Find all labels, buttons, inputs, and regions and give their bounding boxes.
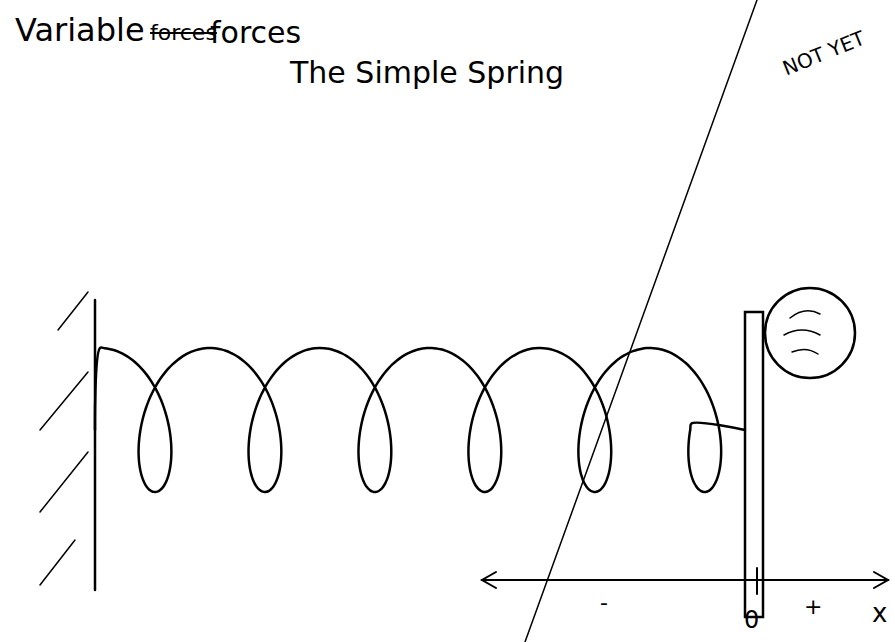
plate xyxy=(745,312,763,617)
diagonal-line xyxy=(525,0,757,642)
note-text: NOT YET xyxy=(780,28,868,79)
axis-label: x xyxy=(872,600,887,626)
heading-text: forces xyxy=(210,18,301,48)
axis-origin: 0 xyxy=(744,608,759,632)
struck-word: forces xyxy=(150,22,217,44)
axis-sign: + xyxy=(804,596,822,618)
ball xyxy=(765,288,855,378)
heading-text: Variable xyxy=(15,14,145,46)
x-axis xyxy=(482,568,888,594)
wall xyxy=(94,300,97,590)
subheading-text: The Simple Spring xyxy=(290,58,564,88)
spring-coil xyxy=(95,348,745,492)
axis-sign: - xyxy=(600,592,608,614)
wall-hatch xyxy=(40,292,88,585)
ball-shading xyxy=(784,311,820,354)
